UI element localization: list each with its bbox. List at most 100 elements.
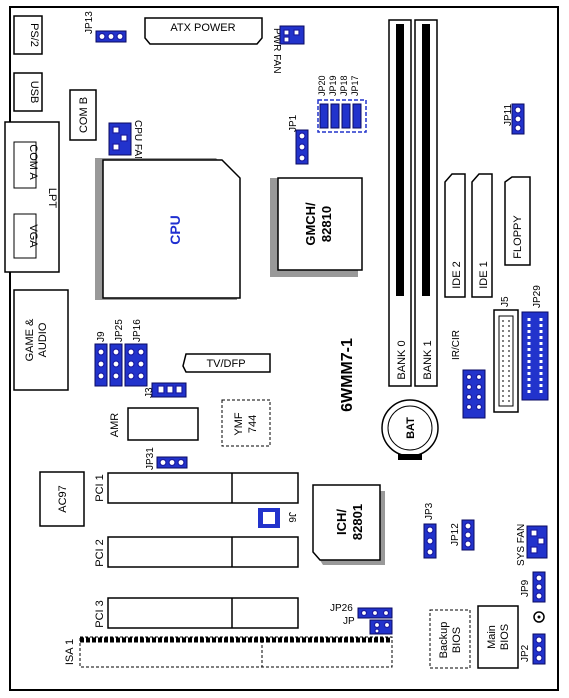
jp26-jumper: JP26 JP bbox=[330, 603, 393, 635]
bat-label: BAT bbox=[405, 417, 417, 439]
ir-cir-header: IR/CIR bbox=[451, 330, 486, 419]
backup-bios-socket: Backup BIOS bbox=[429, 609, 471, 669]
pci3-slot: PCI 3 bbox=[94, 597, 299, 629]
ide1-label: IDE 1 bbox=[478, 261, 490, 289]
jp29-label: JP29 bbox=[532, 285, 543, 308]
cpu-fan-connector: CPU FAN bbox=[108, 120, 143, 163]
gmch-label-2: 82810 bbox=[319, 206, 334, 242]
amr-slot: AMR bbox=[109, 407, 199, 441]
gmch-label-1: GMCH/ bbox=[303, 202, 318, 246]
usb-connector: USB bbox=[13, 72, 43, 112]
j5-header: J5 bbox=[493, 296, 519, 413]
pci1-label: PCI 1 bbox=[94, 474, 106, 502]
round-component bbox=[533, 611, 545, 623]
jp26-label: JP26 bbox=[330, 603, 353, 614]
jp9-jumper: JP9 bbox=[520, 571, 546, 603]
sys-fan-connector: SYS FAN bbox=[516, 524, 548, 566]
dimm-bank-1: BANK 1 bbox=[414, 19, 438, 387]
cpu-socket: CPU bbox=[95, 158, 241, 300]
jp11-jumper: JP11 bbox=[503, 103, 525, 135]
j5-label: J5 bbox=[500, 296, 511, 307]
vga-label: VGA bbox=[27, 224, 39, 248]
jp1-jumper: JP1 bbox=[288, 114, 309, 165]
bank1-label: BANK 1 bbox=[422, 340, 434, 379]
jp31-label: JP31 bbox=[145, 447, 156, 470]
backup-bios-label-1: Backup bbox=[438, 622, 450, 659]
isa1-label: ISA 1 bbox=[64, 639, 76, 665]
gmch-chip: GMCH/ 82810 bbox=[270, 177, 363, 277]
sys-fan-label: SYS FAN bbox=[516, 524, 527, 566]
main-bios-label-1: Main bbox=[486, 625, 498, 649]
com-a-label: COM A bbox=[27, 144, 39, 180]
jp17-label: JP17 bbox=[350, 75, 360, 96]
game-audio-label-2: AUDIO bbox=[37, 322, 49, 357]
jp19-label: JP19 bbox=[328, 75, 338, 96]
jp17-20-jumpers: JP20 JP19 JP18 JP17 bbox=[317, 75, 367, 133]
ich-label-2: 82801 bbox=[350, 504, 365, 540]
ich-chip: ICH/ 82801 bbox=[312, 484, 385, 565]
ide1-connector: IDE 1 bbox=[471, 173, 493, 298]
pci3-label: PCI 3 bbox=[94, 600, 106, 628]
usb-label: USB bbox=[28, 81, 40, 104]
j3-connector: J3 bbox=[144, 382, 187, 398]
ir-cir-label: IR/CIR bbox=[451, 330, 462, 360]
floppy-label: FLOPPY bbox=[512, 215, 524, 259]
j6-jumper: J6 bbox=[258, 508, 297, 528]
game-audio-connector: GAME & AUDIO bbox=[13, 289, 69, 391]
jp3-label: JP3 bbox=[424, 502, 435, 520]
jp2-jumper: JP2 bbox=[520, 633, 546, 665]
j9-label: J9 bbox=[96, 331, 107, 342]
jp13-label: JP13 bbox=[84, 11, 95, 34]
j3-label: J3 bbox=[144, 387, 155, 398]
pwr-fan-connector: PWR FAN bbox=[271, 25, 305, 74]
jp3-jumper: JP3 bbox=[423, 502, 437, 559]
ps2-connector: PS/2 bbox=[13, 15, 43, 55]
backup-bios-label-2: BIOS bbox=[451, 627, 463, 653]
game-audio-label-1: GAME & bbox=[24, 318, 36, 361]
jp12-jumper: JP12 bbox=[450, 519, 475, 551]
atx-power-connector: ATX POWER bbox=[144, 17, 263, 45]
j6-label: J6 bbox=[286, 512, 297, 523]
ich-label-1: ICH/ bbox=[334, 509, 349, 535]
jp31-jumper: JP31 bbox=[145, 447, 188, 470]
main-bios-label-2: BIOS bbox=[499, 624, 511, 650]
atx-power-label: ATX POWER bbox=[170, 22, 235, 34]
jp-label: JP bbox=[343, 616, 355, 627]
com-b-label: COM B bbox=[78, 97, 90, 133]
jp25-label: JP25 bbox=[114, 319, 125, 342]
board-model-label: 6WMM7-1 bbox=[339, 338, 356, 412]
jp2-label: JP2 bbox=[520, 644, 531, 662]
ymf-label-1: YMF bbox=[233, 412, 245, 436]
cpu-label: CPU bbox=[167, 215, 183, 245]
ide2-label: IDE 2 bbox=[451, 261, 463, 289]
tv-dfp-connector: TV/DFP bbox=[182, 353, 271, 373]
ps2-label: PS/2 bbox=[28, 23, 40, 47]
jp13-jumper: JP13 bbox=[84, 11, 127, 43]
jp11-label: JP11 bbox=[503, 104, 514, 126]
cpu-fan-label: CPU FAN bbox=[132, 120, 143, 163]
com-lpt-vga-block: COM A LPT VGA bbox=[4, 121, 60, 273]
jp1-label: JP1 bbox=[288, 114, 299, 132]
floppy-connector: FLOPPY bbox=[504, 176, 531, 266]
ac97-label: AC97 bbox=[57, 485, 69, 513]
jp16-label: JP16 bbox=[132, 319, 143, 342]
ide2-connector: IDE 2 bbox=[444, 173, 466, 298]
isa1-slot: ISA 1 bbox=[64, 636, 393, 668]
jp12-label: JP12 bbox=[450, 523, 461, 546]
com-b-connector: COM B bbox=[69, 89, 97, 141]
pci1-slot: PCI 1 bbox=[94, 472, 299, 504]
tv-dfp-label: TV/DFP bbox=[206, 358, 245, 370]
bank0-label: BANK 0 bbox=[396, 340, 408, 379]
j9-jp25-jp16-jumpers: J9 JP25 JP16 bbox=[94, 319, 148, 387]
main-bios-socket: Main BIOS bbox=[477, 605, 519, 669]
jp18-label: JP18 bbox=[339, 75, 349, 96]
amr-label: AMR bbox=[109, 413, 121, 438]
jp9-label: JP9 bbox=[520, 579, 531, 597]
lpt-label: LPT bbox=[46, 188, 58, 208]
pci2-slot: PCI 2 bbox=[94, 536, 299, 568]
pci2-label: PCI 2 bbox=[94, 539, 106, 567]
jp20-label: JP20 bbox=[317, 75, 327, 96]
ymf-label-2: 744 bbox=[247, 415, 259, 433]
ac97-chip: AC97 bbox=[39, 471, 85, 527]
